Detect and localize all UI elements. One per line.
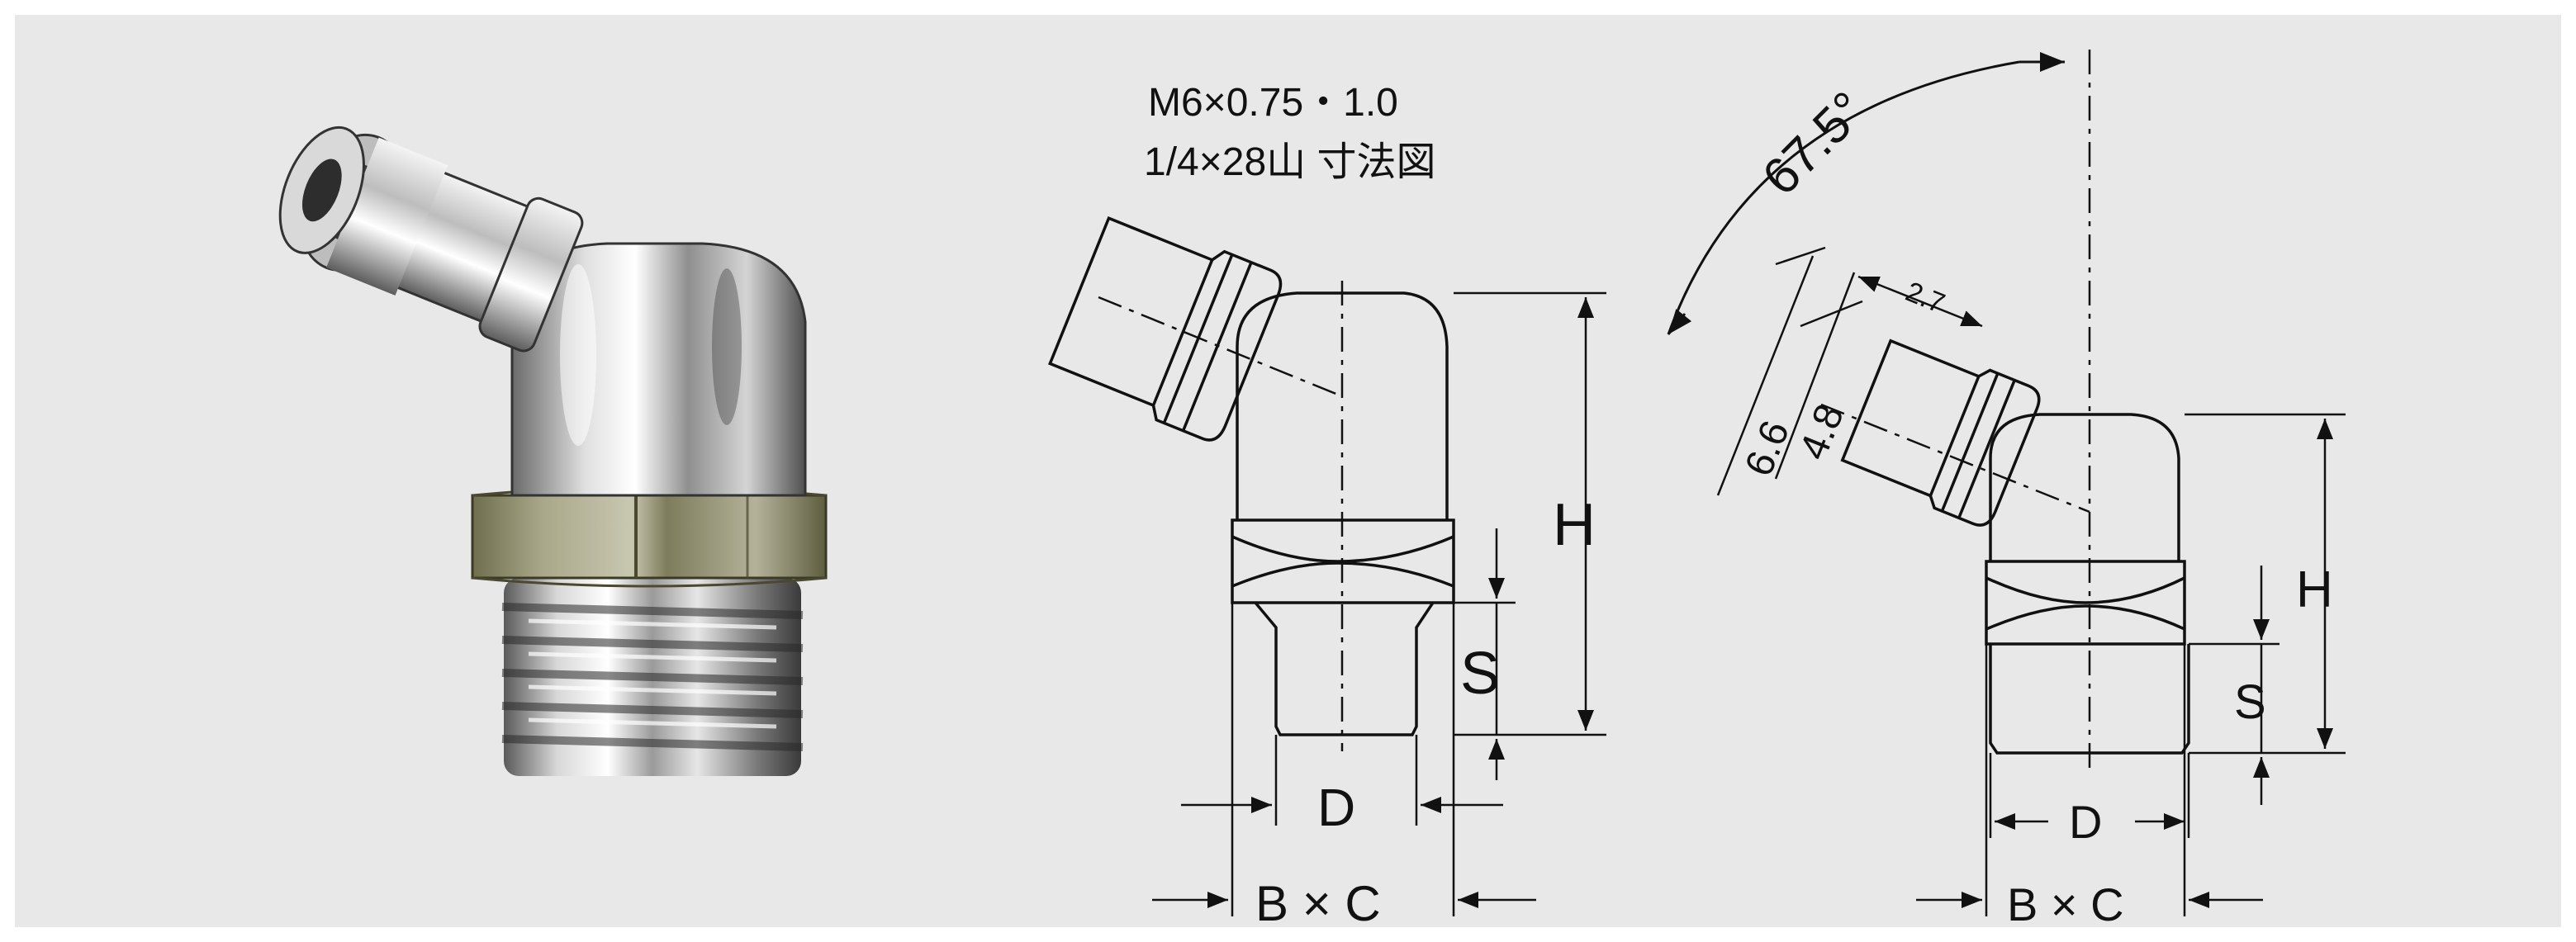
fitting-dome [510,242,807,497]
right-dim-48 [1800,300,1863,328]
right-thread-outline [1989,644,2190,755]
right-centerline-angled [1820,403,2090,514]
right-label-s: S [2234,675,2266,729]
fitting-photo [278,125,828,776]
left-thread-outline [1254,601,1435,736]
right-dim-66 [1775,246,1826,266]
right-label-h: H [2296,561,2333,618]
right-label-d: D [2069,796,2102,848]
caption-line-2: 1/4×28山 寸法図 [1144,140,1436,184]
left-label-bxc: B × C [1255,876,1381,931]
left-centerline-angled [1098,296,1343,398]
drawing-right [1667,50,2346,916]
drawing-left [1048,215,1606,916]
left-label-d: D [1317,778,1355,837]
fitting-thread [501,578,804,776]
right-body-outline [1989,413,2180,561]
right-dim-27 [1857,275,1983,328]
left-body-outline [1236,291,1449,520]
right-nipple [1840,338,2041,527]
fitting-nipple [278,125,584,353]
right-label-bxc: B × C [2007,878,2124,930]
caption-line-1: M6×0.75・1.0 [1148,81,1398,125]
left-label-h: H [1553,492,1596,558]
right-angle-arc [1667,60,2020,335]
fitting-hex [471,485,828,588]
left-label-s: S [1460,641,1500,707]
